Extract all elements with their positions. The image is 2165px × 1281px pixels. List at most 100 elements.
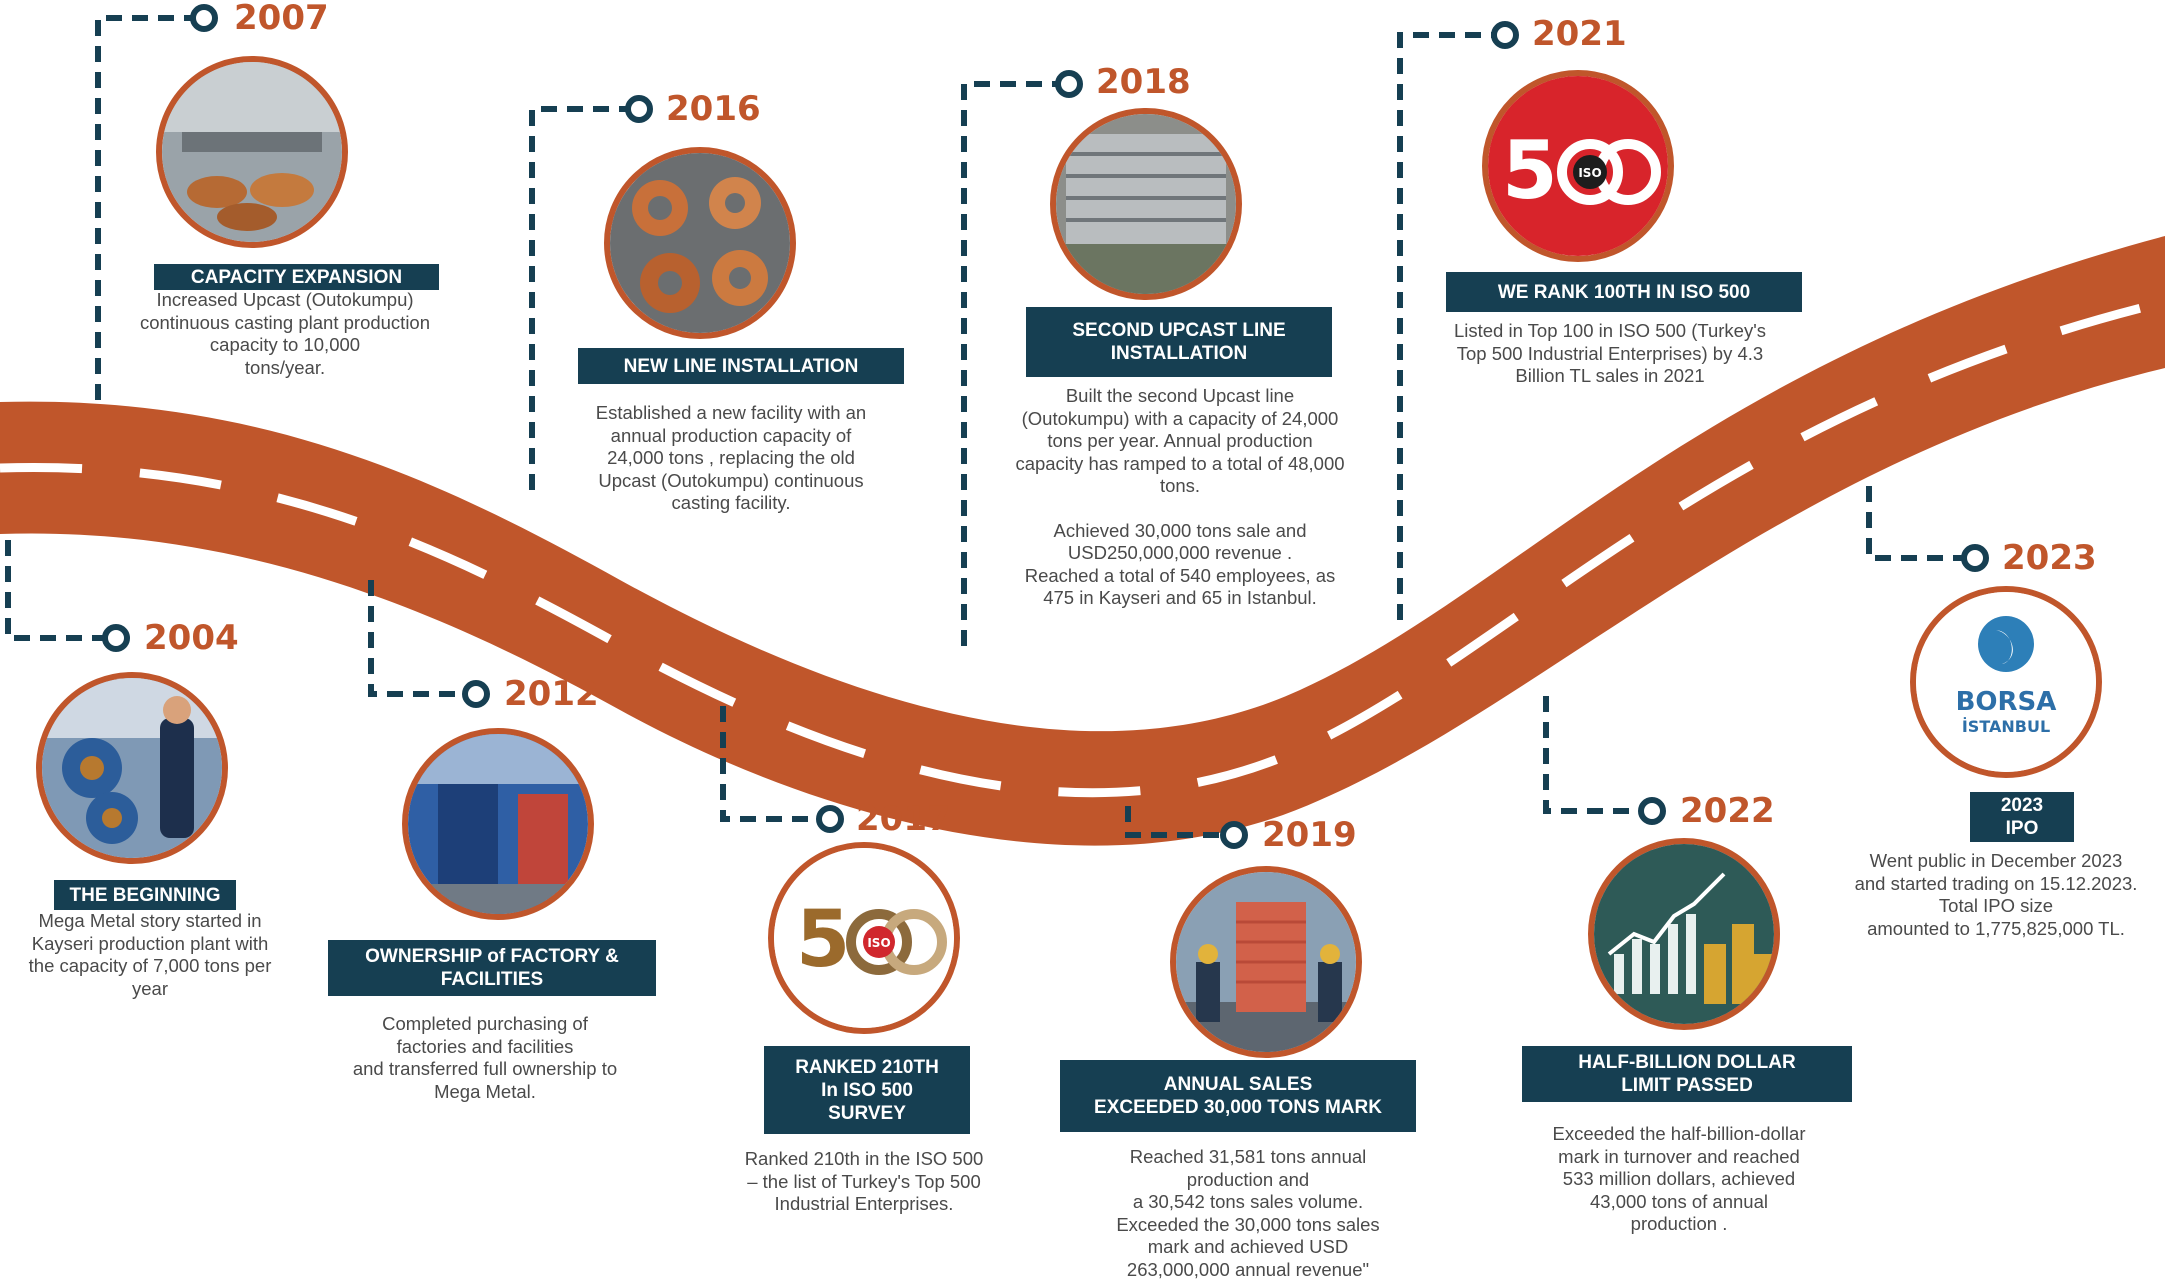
desc-2012-line-4: Mega Metal.: [320, 1081, 650, 1104]
iso500-red-five: 5: [1502, 124, 1558, 217]
desc-2023-line-2: and started trading on 15.12.2023.: [1836, 873, 2156, 896]
desc-2019-line-2: production and: [1080, 1169, 1416, 1192]
connector-2022: [1546, 696, 1640, 811]
copper-cathodes-photo: [1170, 866, 1362, 1058]
desc-2018-line-9: 475 in Kayseri and 65 in Istanbul.: [980, 587, 1380, 610]
iso500-red-logo: 5 ISO: [1482, 70, 1674, 262]
borsa-istanbul-logo: BORSA İSTANBUL: [1910, 586, 2102, 778]
connector-2004: [8, 540, 108, 638]
desc-2017-line-1: Ranked 210th in the ISO 500: [726, 1148, 1002, 1171]
desc-2007: Increased Upcast (Outokumpu) continuous …: [112, 289, 458, 379]
desc-2019-line-5: mark and achieved USD: [1080, 1236, 1416, 1259]
desc-2022-line-2: mark in turnover and reached: [1528, 1146, 1830, 1169]
title-2004-line-1: THE BEGINNING: [70, 884, 221, 907]
borsa-text: BORSA: [1956, 687, 2057, 717]
coins-chart-photo: [1588, 838, 1780, 1030]
desc-2016-line-5: casting facility.: [572, 492, 890, 515]
desc-2021-line-1: Listed in Top 100 in ISO 500 (Turkey's: [1424, 320, 1796, 343]
year-2021: 2021: [1532, 14, 1627, 54]
connector-2023: [1869, 486, 1964, 558]
wire-machine-photo: [36, 672, 228, 864]
desc-2022-line-4: 43,000 tons of annual: [1528, 1191, 1830, 1214]
connector-node-2023: [1964, 547, 1986, 569]
iso500-logo: 5 ISO: [768, 842, 960, 1034]
desc-2017-line-3: Industrial Enterprises.: [726, 1193, 1002, 1216]
title-2007: CAPACITY EXPANSION: [154, 264, 439, 290]
connector-node-2018: [1058, 73, 1080, 95]
title-2019-line-1: ANNUAL SALES: [1164, 1073, 1313, 1096]
desc-2018: Built the second Upcast line (Outokumpu)…: [980, 385, 1380, 610]
desc-2018-line-7: USD250,000,000 revenue .: [980, 542, 1380, 565]
desc-2021: Listed in Top 100 in ISO 500 (Turkey's T…: [1424, 320, 1796, 388]
desc-2023-line-4: amounted to 1,775,825,000 TL.: [1836, 918, 2156, 941]
title-2023-line-1: 2023: [2001, 794, 2043, 817]
desc-2018-line-1: Built the second Upcast line: [980, 385, 1380, 408]
desc-2021-line-2: Top 500 Industrial Enterprises) by 4.3: [1424, 343, 1796, 366]
connector-node-2017: [819, 808, 841, 830]
year-2016: 2016: [666, 89, 761, 129]
desc-2007-line-4: tons/year.: [112, 357, 458, 380]
desc-2012: Completed purchasing of factories and fa…: [320, 1013, 650, 1103]
connector-node-2012: [465, 683, 487, 705]
desc-2016-line-1: Established a new facility with an: [572, 402, 890, 425]
iso-mark-text: ISO: [867, 936, 890, 950]
year-2017: 2017: [856, 799, 951, 839]
title-2017-line-2: In ISO 500: [821, 1079, 913, 1102]
desc-2017-line-2: – the list of Turkey's Top 500: [726, 1171, 1002, 1194]
desc-2004-line-3: the capacity of 7,000 tons per: [0, 955, 300, 978]
desc-2018-line-5: tons.: [980, 475, 1380, 498]
desc-2019-line-1: Reached 31,581 tons annual: [1080, 1146, 1416, 1169]
desc-2023-line-1: Went public in December 2023: [1836, 850, 2156, 873]
iso-red-mark-text: ISO: [1578, 166, 1601, 180]
title-2019-line-2: EXCEEDED 30,000 TONS MARK: [1094, 1096, 1382, 1119]
connector-node-2004: [105, 627, 127, 649]
desc-2019-line-4: Exceeded the 30,000 tons sales: [1080, 1214, 1416, 1237]
desc-2018-gap: [980, 498, 1380, 520]
desc-2019: Reached 31,581 tons annual production an…: [1080, 1146, 1416, 1281]
title-2021: WE RANK 100TH IN ISO 500: [1446, 272, 1802, 312]
title-2018: SECOND UPCAST LINE INSTALLATION: [1026, 307, 1332, 377]
desc-2016-line-4: Upcast (Outokumpu) continuous: [572, 470, 890, 493]
year-2018: 2018: [1096, 62, 1191, 102]
desc-2023: Went public in December 2023 and started…: [1836, 850, 2156, 940]
title-2017-line-1: RANKED 210TH: [795, 1056, 939, 1079]
desc-2019-line-6: 263,000,000 annual revenue": [1080, 1259, 1416, 1281]
desc-2023-line-3: Total IPO size: [1836, 895, 2156, 918]
title-2017-line-3: SURVEY: [828, 1102, 906, 1125]
desc-2012-line-2: factories and facilities: [320, 1036, 650, 1059]
desc-2004: Mega Metal story started in Kayseri prod…: [0, 910, 300, 1000]
copper-coils-photo: [604, 147, 796, 339]
title-2018-line-1: SECOND UPCAST LINE: [1072, 319, 1285, 342]
title-2023: 2023 IPO: [1970, 792, 2074, 842]
title-2004: THE BEGINNING: [54, 880, 236, 910]
connector-node-2021: [1494, 24, 1516, 46]
desc-2007-line-1: Increased Upcast (Outokumpu): [112, 289, 458, 312]
aerial-factory-photo: [1050, 108, 1242, 300]
desc-2018-line-4: capacity has ramped to a total of 48,000: [980, 453, 1380, 476]
desc-2016-line-3: 24,000 tons , replacing the old: [572, 447, 890, 470]
title-2023-line-2: IPO: [2006, 817, 2039, 840]
istanbul-text: İSTANBUL: [1962, 717, 2050, 736]
desc-2021-line-3: Billion TL sales in 2021: [1424, 365, 1796, 388]
desc-2017: Ranked 210th in the ISO 500 – the list o…: [726, 1148, 1002, 1216]
desc-2019-line-3: a 30,542 tons sales volume.: [1080, 1191, 1416, 1214]
title-2021-line-1: WE RANK 100TH IN ISO 500: [1498, 281, 1750, 304]
title-2016: NEW LINE INSTALLATION: [578, 348, 904, 384]
desc-2012-line-3: and transferred full ownership to: [320, 1058, 650, 1081]
desc-2018-line-3: tons per year. Annual production: [980, 430, 1380, 453]
desc-2022: Exceeded the half-billion-dollar mark in…: [1528, 1123, 1830, 1236]
title-2017: RANKED 210TH In ISO 500 SURVEY: [764, 1046, 970, 1134]
desc-2004-line-1: Mega Metal story started in: [0, 910, 300, 933]
title-2022-line-2: LIMIT PASSED: [1621, 1074, 1753, 1097]
title-2019: ANNUAL SALES EXCEEDED 30,000 TONS MARK: [1060, 1060, 1416, 1132]
desc-2007-line-3: capacity to 10,000: [112, 334, 458, 357]
desc-2018-line-2: (Outokumpu) with a capacity of 24,000: [980, 408, 1380, 431]
year-2004: 2004: [144, 618, 239, 658]
title-2012: OWNERSHIP of FACTORY & FACILITIES: [328, 940, 656, 996]
desc-2022-line-1: Exceeded the half-billion-dollar: [1528, 1123, 1830, 1146]
factory-floor-photo: [156, 56, 348, 248]
desc-2004-line-2: Kayseri production plant with: [0, 933, 300, 956]
desc-2022-line-5: production .: [1528, 1213, 1830, 1236]
title-2022-line-1: HALF-BILLION DOLLAR: [1578, 1051, 1795, 1074]
title-2007-line-1: CAPACITY EXPANSION: [191, 266, 402, 289]
